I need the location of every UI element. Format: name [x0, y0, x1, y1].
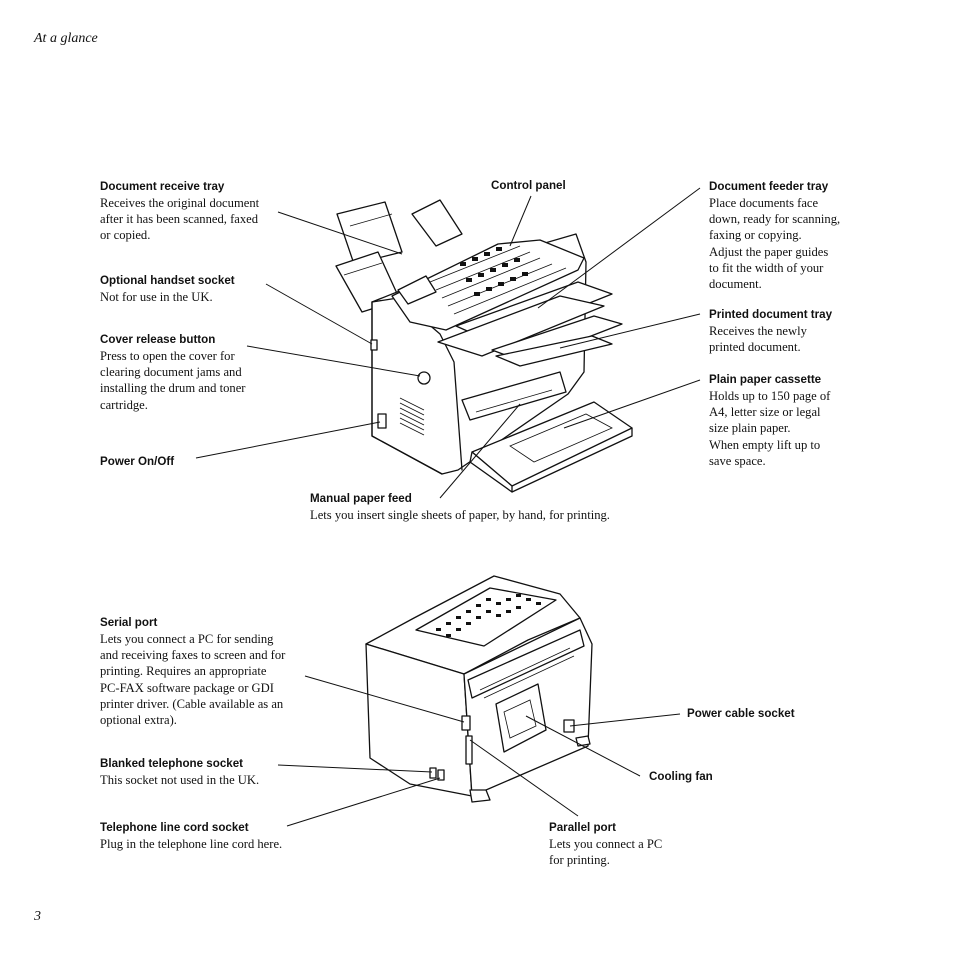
label-title: Serial port: [100, 616, 158, 629]
label-optional-handset-socket: Optional handset socket Not for use in t…: [100, 273, 300, 305]
leader-control-panel: [509, 195, 532, 247]
label-power-on-off: Power On/Off: [100, 454, 220, 470]
label-title: Manual paper feed: [310, 492, 412, 505]
label-manual-paper-feed: Manual paper feed Lets you insert single…: [310, 491, 670, 523]
label-document-feeder-tray: Document feeder tray Place documents fac…: [709, 179, 879, 292]
label-serial-port: Serial port Lets you connect a PC for se…: [100, 615, 320, 728]
label-description: Receives the newly printed document.: [709, 324, 807, 355]
label-title: Document receive tray: [100, 180, 225, 193]
label-title: Cooling fan: [649, 770, 713, 783]
leader-blanked-telephone-socket: [277, 764, 433, 773]
label-description: Press to open the cover for clearing doc…: [100, 349, 246, 412]
label-plain-paper-cassette: Plain paper cassette Holds up to 150 pag…: [709, 372, 879, 469]
label-title: Plain paper cassette: [709, 373, 822, 386]
label-description: Not for use in the UK.: [100, 290, 213, 304]
label-telephone-line-cord-socket: Telephone line cord socket Plug in the t…: [100, 820, 330, 852]
section-title: At a glance: [34, 31, 98, 46]
label-description: Place documents face down, ready for sca…: [709, 196, 841, 292]
leader-serial-port: [304, 675, 465, 723]
leader-document-receive-tray: [277, 211, 403, 255]
label-description: Receives the original document after it …: [100, 196, 260, 243]
leader-telephone-line-cord-socket: [286, 777, 441, 827]
leader-cooling-fan: [525, 715, 641, 777]
label-title: Telephone line cord socket: [100, 821, 249, 834]
label-blanked-telephone-socket: Blanked telephone socket This socket not…: [100, 756, 320, 788]
leader-optional-handset-socket: [265, 283, 373, 345]
label-description: Lets you connect a PC for printing.: [549, 837, 663, 868]
label-cooling-fan: Cooling fan: [649, 769, 769, 785]
label-description: Holds up to 150 page of A4, letter size …: [709, 389, 831, 468]
label-title: Power On/Off: [100, 455, 175, 468]
label-title: Blanked telephone socket: [100, 757, 244, 770]
leader-power-cable-socket: [569, 713, 681, 727]
label-title: Control panel: [491, 179, 566, 192]
label-description: Lets you connect a PC for sending and re…: [100, 632, 286, 728]
leader-document-feeder-tray: [537, 187, 701, 309]
label-power-cable-socket: Power cable socket: [687, 706, 837, 722]
page-number: 3: [34, 909, 41, 924]
fax-machine-rear-illustration: [365, 575, 593, 803]
label-title: Parallel port: [549, 821, 617, 834]
label-title: Document feeder tray: [709, 180, 829, 193]
label-description: Lets you insert single sheets of paper, …: [310, 508, 610, 522]
label-control-panel: Control panel: [491, 178, 611, 194]
leader-manual-paper-feed: [439, 403, 521, 499]
label-description: This socket not used in the UK.: [100, 773, 260, 787]
label-title: Cover release button: [100, 333, 216, 346]
leader-printed-document-tray: [559, 313, 701, 349]
label-printed-document-tray: Printed document tray Receives the newly…: [709, 307, 879, 355]
leader-parallel-port: [469, 739, 579, 817]
leader-lines: [195, 187, 701, 827]
label-cover-release-button: Cover release button Press to open the c…: [100, 332, 300, 413]
label-title: Power cable socket: [687, 707, 795, 720]
label-title: Printed document tray: [709, 308, 833, 321]
leader-cover-release-button: [246, 345, 421, 377]
label-document-receive-tray: Document receive tray Receives the origi…: [100, 179, 300, 244]
leader-plain-paper-cassette: [563, 379, 701, 429]
fax-machine-front-illustration: [335, 199, 633, 493]
leader-power-on-off: [195, 421, 381, 459]
label-title: Optional handset socket: [100, 274, 235, 287]
label-description: Plug in the telephone line cord here.: [100, 837, 283, 851]
label-parallel-port: Parallel port Lets you connect a PC for …: [549, 820, 719, 868]
